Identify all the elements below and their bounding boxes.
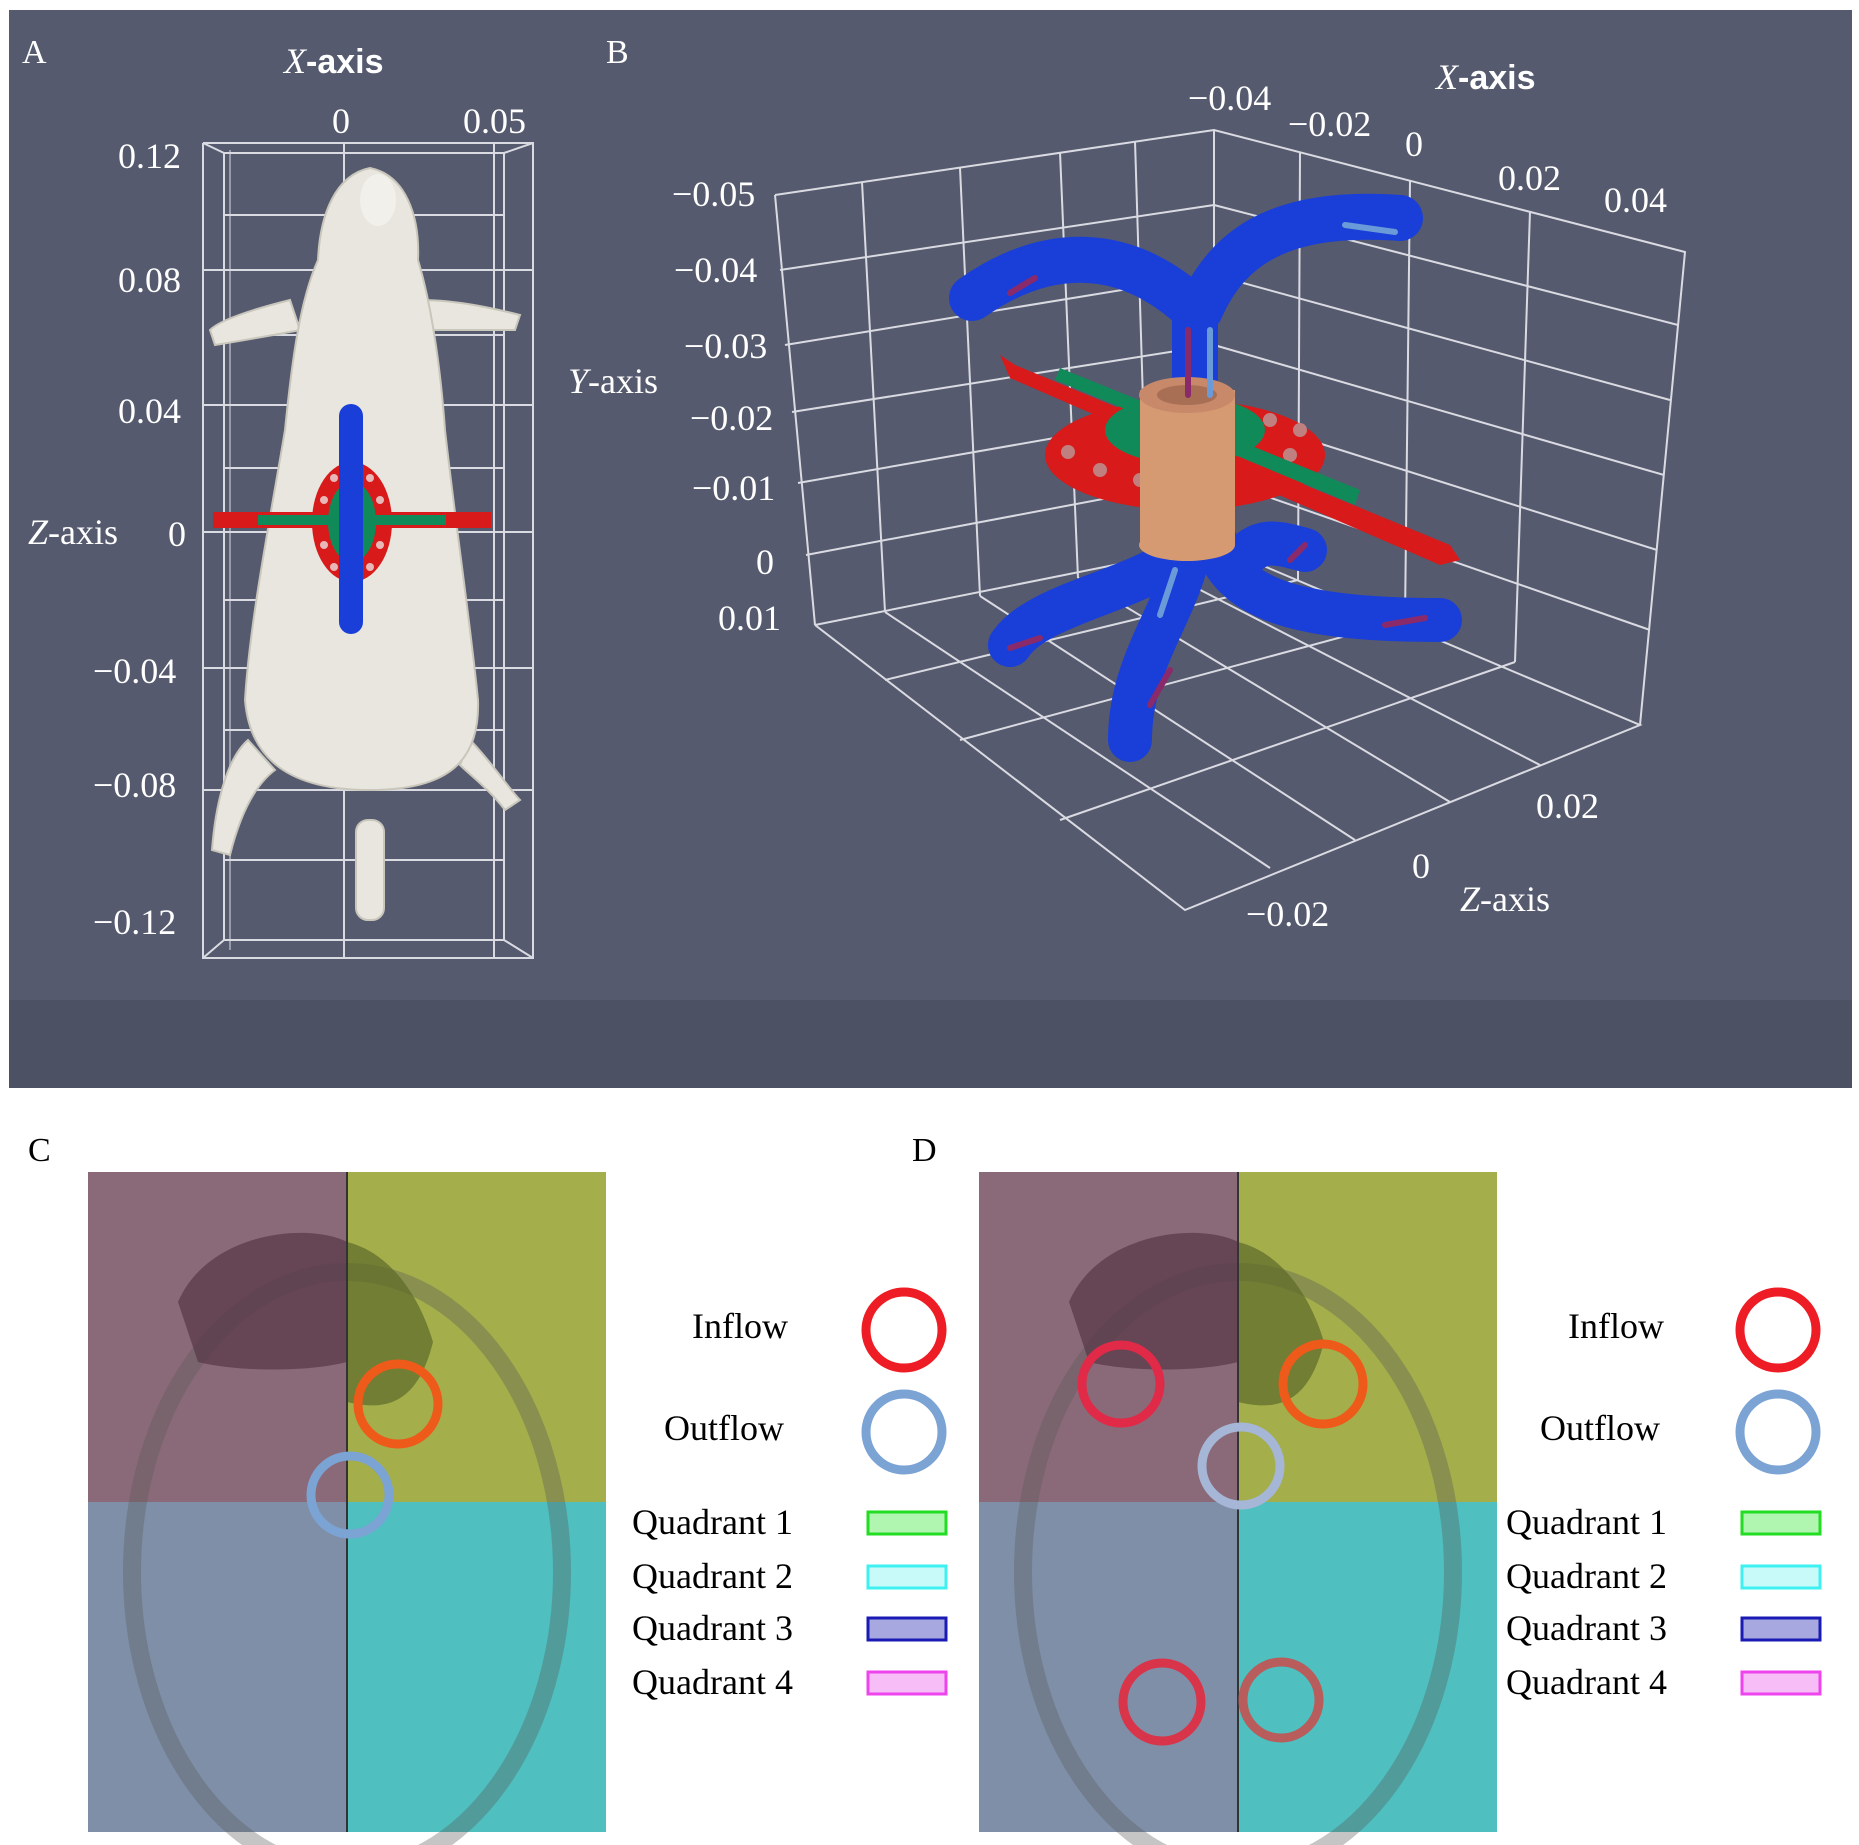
legend-quadrant-1-label: Quadrant 1 [632,1502,793,1542]
cannula-device-3d-icon [949,193,1462,762]
panel-letter-a: A [22,34,47,71]
legend-quadrant-3-label: Quadrant 3 [632,1608,793,1648]
panel-b-x-tick: 0.02 [1498,158,1561,198]
panel-b-y-tick: −0.05 [672,174,756,214]
inflow-ring-icon [1735,1287,1821,1373]
panel-b-x-tick: −0.02 [1288,104,1372,144]
quadrant-2-swatch [1740,1564,1822,1590]
panel-a-z-tick: 0.04 [118,391,181,431]
panel-a-z-tick: −0.04 [93,651,177,691]
panel-a-z-axis-title: Z-axis [28,512,119,552]
quadrant-3-swatch [866,1616,948,1642]
legend-quadrant-2-label: Quadrant 2 [632,1556,793,1596]
quadrant-2-swatch [866,1564,948,1590]
panel-b-y-tick: 0 [756,542,774,582]
panel-a-z-tick: −0.12 [93,902,177,942]
outflow-ring-icon [861,1389,947,1475]
viewport-bottom-band [9,1000,1852,1088]
outflow-ring-icon [1735,1389,1821,1475]
panel-b-z-tick: 0 [1412,846,1430,886]
panel-d-legend-swatches [1735,1287,1822,1696]
legend-quadrant-2-label: Quadrant 2 [1506,1556,1667,1596]
legend-quadrant-4-label: Quadrant 4 [632,1662,793,1702]
panel-a-x-tick: 0.05 [463,101,526,141]
legend-quadrant-4-label: Quadrant 4 [1506,1662,1667,1702]
panel-a-z-tick: 0 [168,514,186,554]
legend-inflow-label: Inflow [692,1306,788,1346]
quadrant-1-swatch [866,1510,948,1536]
panel-a-z-tick: 0.08 [118,260,181,300]
panel-b-y-tick: −0.01 [692,468,776,508]
panel-b-y-axis-title: Y-axis [568,361,659,401]
quadrant-1-swatch [1740,1510,1822,1536]
panel-b-x-axis-title: X-axis [1436,57,1536,97]
legend-quadrant-3-label: Quadrant 3 [1506,1608,1667,1648]
panel-letter-c: C [28,1132,51,1169]
legend-inflow-label: Inflow [1568,1306,1664,1346]
quadrant-3-swatch [1740,1616,1822,1642]
legend-quadrant-1-label: Quadrant 1 [1506,1502,1667,1542]
legend-outflow-label: Outflow [1540,1408,1660,1448]
panel-c-legend-swatches [861,1287,948,1696]
panel-b-x-tick: −0.04 [1188,78,1272,118]
panel-b-x-tick: 0.04 [1604,180,1667,220]
panel-a-z-tick: −0.08 [93,765,177,805]
panel-b-x-tick: 0 [1405,124,1423,164]
inflow-ring-icon [861,1287,947,1373]
panel-c-abdomen-image [88,1172,606,1845]
panel-d-abdomen-image [979,1172,1497,1845]
panel-a-x-tick: 0 [332,101,350,141]
quadrant-4-swatch [866,1670,948,1696]
panel-b-y-tick: −0.03 [684,326,768,366]
panel-a-x-axis-title: X-axis [284,41,384,81]
panel-b-y-tick: 0.01 [718,598,781,638]
panel-b-z-axis-title: Z-axis [1460,879,1551,919]
legend-outflow-label: Outflow [664,1408,784,1448]
cannula-device-icon [213,404,491,634]
panel-b-y-tick: −0.02 [690,398,774,438]
panel-a-z-tick: 0.12 [118,136,181,176]
panel-letter-d: D [912,1132,937,1169]
panel-b-y-tick: −0.04 [674,250,758,290]
panel-letter-b: B [606,34,629,71]
panel-b-z-tick: −0.02 [1246,894,1330,934]
quadrant-4-swatch [1740,1670,1822,1696]
panel-b-z-tick: 0.02 [1536,786,1599,826]
